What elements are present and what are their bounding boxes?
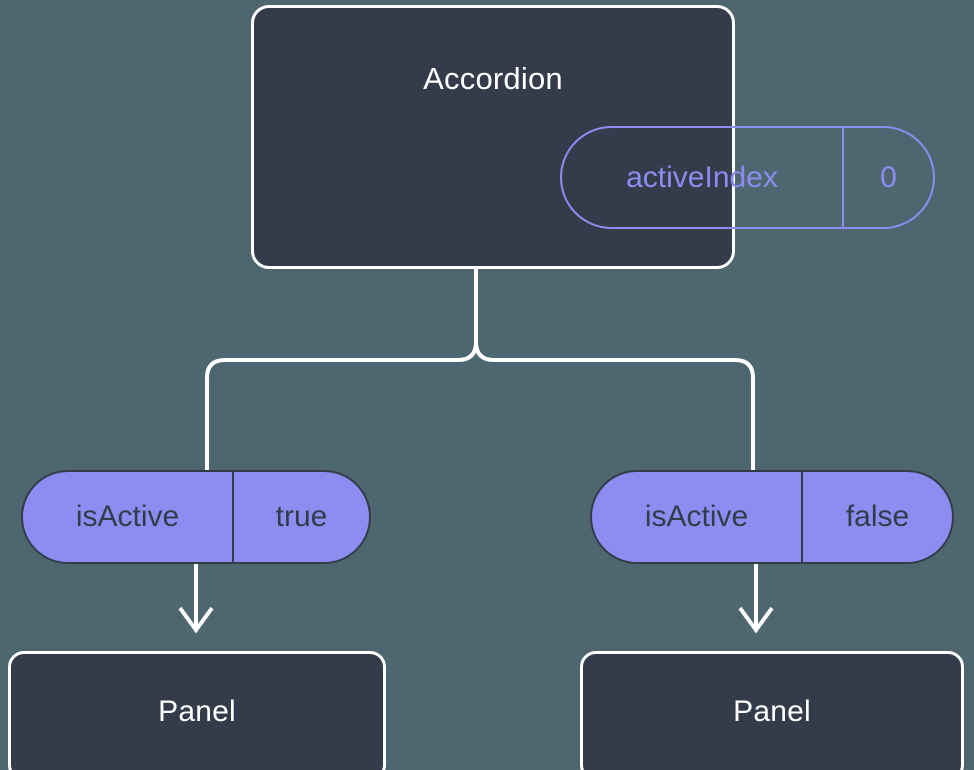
panel-title: Panel bbox=[733, 695, 811, 728]
prop-pill-key: isActive bbox=[75, 500, 180, 533]
panel-component-node-left[interactable]: Panel bbox=[8, 651, 386, 770]
state-badge-key: activeIndex bbox=[626, 160, 778, 194]
prop-pill-divider bbox=[232, 472, 234, 562]
prop-pill-value: true bbox=[275, 500, 328, 533]
panel-component-node-right[interactable]: Panel bbox=[580, 651, 964, 770]
prop-pill-is-active-true[interactable]: isActive true bbox=[21, 470, 371, 564]
state-badge-value: 0 bbox=[880, 160, 897, 194]
state-badge-divider bbox=[842, 128, 844, 227]
panel-title: Panel bbox=[158, 695, 236, 728]
accordion-title: Accordion bbox=[423, 61, 563, 96]
accordion-component-node[interactable]: Accordion activeIndex 0 bbox=[251, 5, 935, 269]
prop-pill-is-active-false[interactable]: isActive false bbox=[590, 470, 954, 564]
prop-pill-value: false bbox=[845, 500, 910, 533]
prop-pill-key: isActive bbox=[644, 500, 749, 533]
prop-pill-divider bbox=[801, 472, 803, 562]
state-badge-active-index[interactable]: activeIndex 0 bbox=[560, 126, 935, 229]
